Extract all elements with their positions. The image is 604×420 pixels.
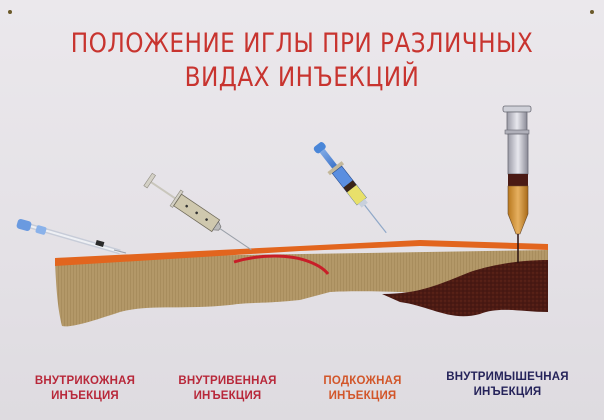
label-intradermal-line1: ВНУТРИКОЖНАЯ [34,375,136,387]
label-subcutaneous: ПОДКОЖНАЯ ИНЪЕКЦИЯ [305,374,420,404]
skin-layer [55,240,548,266]
label-intramuscular: ВНУТРИМЫШЕЧНАЯ ИНЪЕКЦИЯ [435,370,580,400]
label-intravenous: ВНУТРИВЕННАЯ ИНЪЕКЦИЯ [165,374,290,404]
label-intradermal-line2: ИНЪЕКЦИЯ [51,390,119,402]
label-subcutaneous-line1: ПОДКОЖНАЯ [323,375,402,387]
label-intramuscular-line2: ИНЪЕКЦИЯ [473,386,542,398]
vein [233,254,330,275]
label-intradermal: ВНУТРИКОЖНАЯ ИНЪЕКЦИЯ [20,374,150,404]
label-intravenous-line2: ИНЪЕКЦИЯ [193,390,262,402]
intramuscular-syringe [502,105,532,263]
intravenous-syringe [143,172,252,251]
poster-title-line1: ПОЛОЖЕНИЕ ИГЛЫ ПРИ РАЗЛИЧНЫХ [70,28,534,59]
label-intramuscular-line1: ВНУТРИМЫШЕЧНАЯ [446,371,569,383]
intradermal-syringe [16,218,127,255]
poster-title-line2: ВИДАХ ИНЪЕКЦИЙ [184,62,420,93]
subcutaneous-fat-layer [55,250,548,327]
subcutaneous-syringe [313,142,387,234]
muscle-layer [382,260,548,317]
pin-top-left [8,10,12,14]
pin-top-right [590,10,594,14]
label-subcutaneous-line2: ИНЪЕКЦИЯ [328,390,397,402]
label-intravenous-line1: ВНУТРИВЕННАЯ [178,375,277,387]
